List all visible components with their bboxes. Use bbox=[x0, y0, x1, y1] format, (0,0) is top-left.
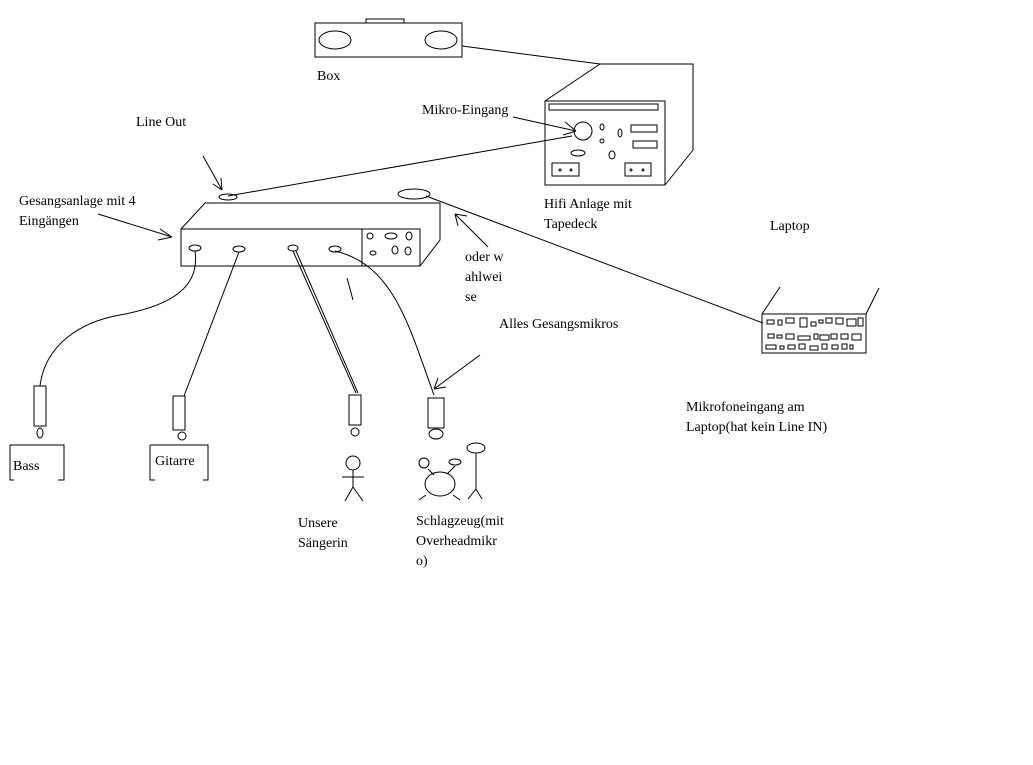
label-line-out: Line Out bbox=[136, 115, 187, 130]
label-saengerin: Unsere Sängerin bbox=[298, 516, 348, 551]
gitarre-amp-icon bbox=[150, 445, 208, 480]
label-gitarre: Gitarre bbox=[155, 454, 195, 469]
mic-schlagzeug-icon bbox=[428, 398, 444, 439]
laptop-cable bbox=[426, 196, 763, 323]
mixer-mark bbox=[347, 278, 353, 300]
speaker-cable bbox=[462, 46, 600, 64]
arrow-gesangsanlage bbox=[98, 214, 172, 240]
arrow-oder-wahlweise bbox=[455, 214, 488, 247]
arrow-alles-gesangsmikros bbox=[434, 355, 480, 389]
cable-gitarre bbox=[184, 252, 239, 396]
cable-saengerin bbox=[293, 251, 358, 393]
arrow-line-out bbox=[203, 156, 222, 190]
line-out-cable bbox=[228, 136, 572, 196]
label-oder-wahlweise: oder wahlweise bbox=[465, 250, 504, 305]
label-bass: Bass bbox=[13, 459, 40, 474]
label-box: Box bbox=[317, 69, 341, 84]
label-gesangsanlage: Gesangsanlage mit 4 Eingängen bbox=[19, 194, 136, 229]
label-mikro-eingang: Mikro-Eingang bbox=[422, 103, 509, 118]
hifi-unit-icon bbox=[545, 64, 693, 185]
bass-amp-icon bbox=[10, 445, 64, 480]
label-mikrofoneingang: Mikrofoneingang am Laptop(hat kein Line … bbox=[686, 400, 828, 435]
cable-schlagzeug bbox=[335, 251, 434, 395]
label-schlagzeug: Schlagzeug(mit Overheadmikro) bbox=[416, 514, 504, 569]
label-hifi: Hifi Anlage mit Tapedeck bbox=[544, 197, 632, 232]
arrow-mikro-eingang bbox=[513, 117, 576, 135]
speaker-box-icon bbox=[315, 19, 462, 57]
cable-bass bbox=[40, 251, 196, 386]
mic-gitarre-icon bbox=[173, 396, 186, 440]
mic-bass-icon bbox=[34, 386, 46, 438]
drumkit-icon bbox=[419, 443, 485, 500]
label-alles-gesangsmikros: Alles Gesangsmikros bbox=[499, 317, 619, 332]
mixer-icon bbox=[181, 189, 440, 266]
mic-saengerin-icon bbox=[349, 395, 361, 436]
saengerin-figure-icon bbox=[342, 456, 364, 501]
label-laptop: Laptop bbox=[770, 219, 810, 234]
laptop-icon bbox=[762, 287, 879, 353]
